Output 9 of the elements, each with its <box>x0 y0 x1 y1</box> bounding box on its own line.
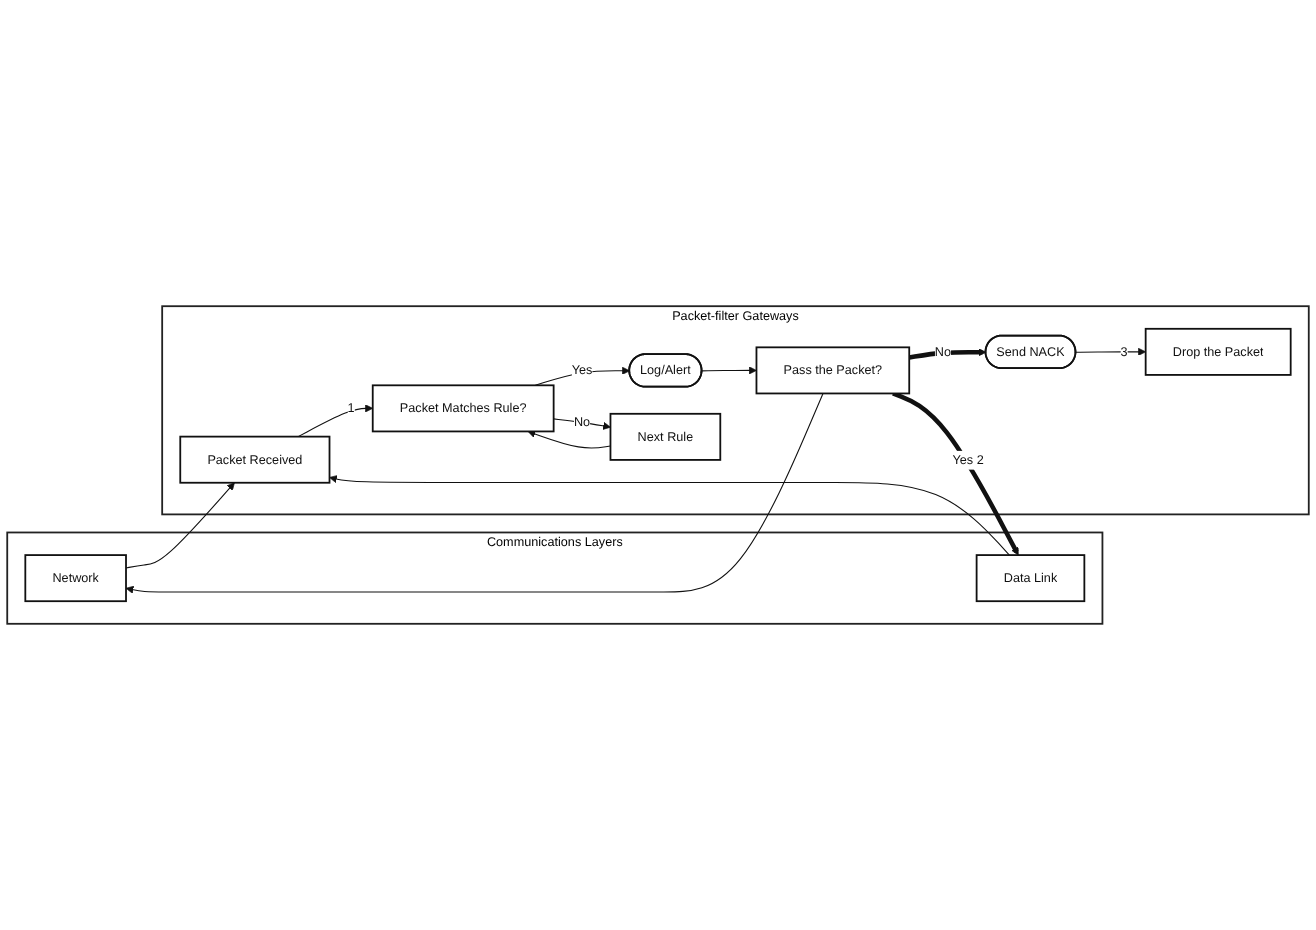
arrow <box>1075 347 1146 356</box>
arrow <box>297 404 374 438</box>
arrow <box>892 391 1019 556</box>
arrow <box>125 482 235 569</box>
arrow <box>908 348 987 360</box>
arrow <box>125 392 824 594</box>
arrow <box>329 475 1010 556</box>
arrow <box>527 430 611 449</box>
arrow <box>701 366 757 375</box>
